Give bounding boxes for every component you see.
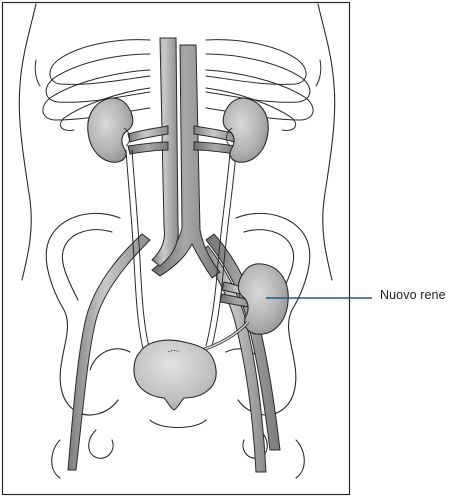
callout-label-new-kidney: Nuovo rene (380, 288, 446, 302)
